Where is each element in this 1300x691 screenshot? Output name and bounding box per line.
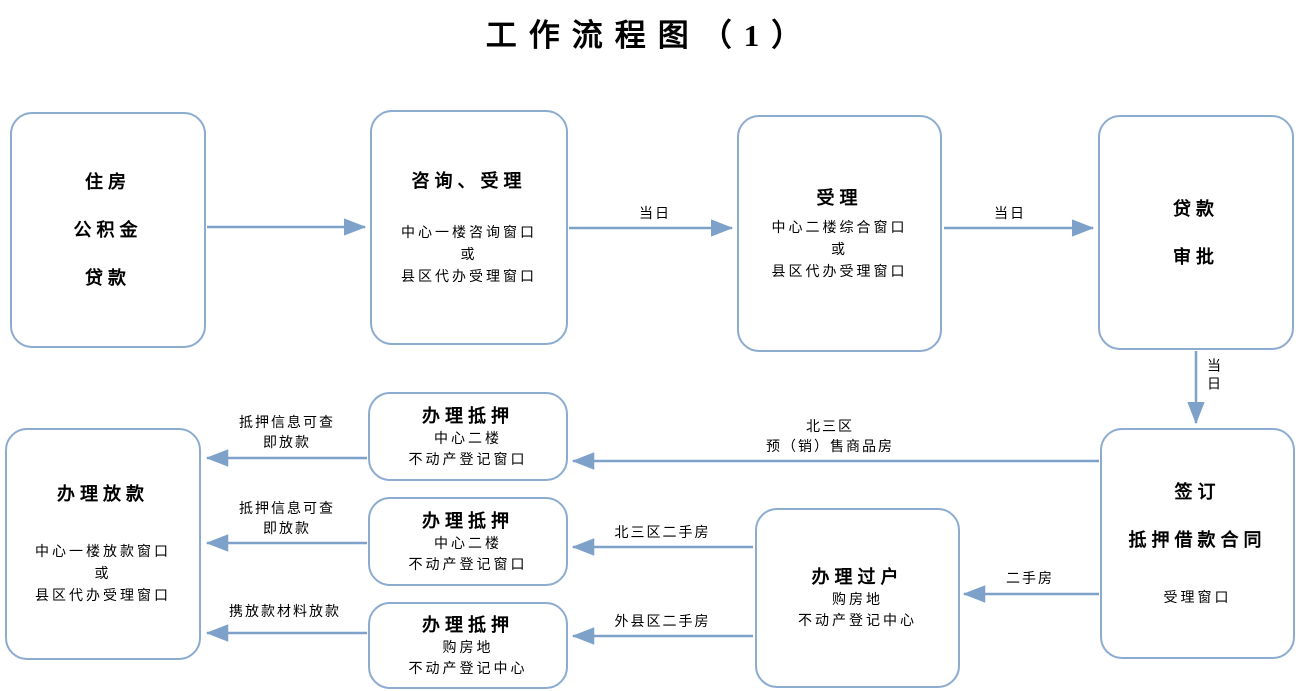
page-title: 工作流程图（1） [485,18,815,53]
box-line: 中心二楼 [434,429,502,446]
box-housing-fund-loan: 住房 公积金 贷款 [10,112,206,348]
box-line: 或 [94,565,112,581]
box-line: 贷款 [85,268,131,288]
box-disburse: 办理放款 中心一楼放款窗口 或 县区代办受理窗口 [5,428,201,660]
edge-label-line: 预（销）售商品房 [766,438,894,454]
box-line: 住房 [85,172,131,192]
box-transfer: 办理过户 购房地 不动产登记中心 [755,508,960,688]
box-line: 受理窗口 [1163,588,1232,605]
box-title: 办理抵押 [422,405,514,426]
box-mortgage-center-1: 办理抵押 中心二楼 不动产登记窗口 [368,392,568,481]
edge-label-same-day-2: 当日 [994,205,1026,221]
box-line: 或 [831,240,848,257]
edge-label-mortgage-ok-2: 抵押信息可查 即放款 [212,498,362,538]
box-line: 不动产登记窗口 [408,450,528,467]
box-title: 办理抵押 [422,614,514,635]
box-title: 办理抵押 [422,510,514,531]
box-line: 中心一楼咨询窗口 [401,223,537,240]
edge-label-same-day-1: 当日 [639,205,671,221]
box-line: 公积金 [73,220,143,240]
edge-label-same-day-3: 当日 [1206,358,1222,394]
box-sign-contract: 签订 抵押借款合同 受理窗口 [1100,428,1295,659]
box-mortgage-purchase: 办理抵押 购房地 不动产登记中心 [368,602,568,689]
box-line: 不动产登记中心 [798,612,917,628]
box-consult-accept: 咨询、受理 中心一楼咨询窗口 或 县区代办受理窗口 [370,110,568,345]
edge-label-line: 即放款 [263,520,311,536]
edge-label-secondhand: 二手房 [1006,570,1054,586]
box-title: 办理放款 [57,484,149,504]
edge-label-north3-secondhand: 北三区二手房 [614,524,711,540]
box-title: 受理 [816,187,863,208]
box-line: 购房地 [442,638,494,655]
box-line: 或 [460,245,478,262]
box-line: 县区代办受理窗口 [35,587,171,603]
box-line: 不动产登记中心 [408,659,528,676]
edge-label-line: 即放款 [263,434,311,450]
box-title: 办理过户 [811,567,904,587]
box-title: 咨询、受理 [411,170,527,191]
box-line: 中心二楼 [434,534,502,551]
box-line: 县区代办受理窗口 [771,262,908,279]
box-loan-approval: 贷款 审批 [1098,115,1294,350]
edge-label-line: 抵押信息可查 [239,414,335,430]
box-line: 购房地 [832,591,883,607]
box-line: 不动产登记窗口 [408,555,528,572]
edge-label-presale: 北三区 预（销）售商品房 [700,416,960,456]
box-subtitle: 抵押借款合同 [1128,529,1267,550]
box-line: 贷款 [1173,198,1219,219]
edge-label-line: 抵押信息可查 [239,500,335,516]
box-line: 中心一楼放款窗口 [35,543,171,559]
edge-label-with-materials: 携放款材料放款 [229,603,341,619]
edge-label-outer-secondhand: 外县区二手房 [614,613,711,629]
box-accept: 受理 中心二楼综合窗口 或 县区代办受理窗口 [737,115,942,352]
box-line: 中心二楼综合窗口 [771,218,908,235]
box-title: 签订 [1174,481,1221,502]
edge-label-line: 北三区 [806,418,854,434]
box-mortgage-center-2: 办理抵押 中心二楼 不动产登记窗口 [368,497,568,586]
box-line: 县区代办受理窗口 [401,267,537,284]
box-line: 审批 [1173,246,1219,267]
edge-label-mortgage-ok-1: 抵押信息可查 即放款 [212,412,362,452]
